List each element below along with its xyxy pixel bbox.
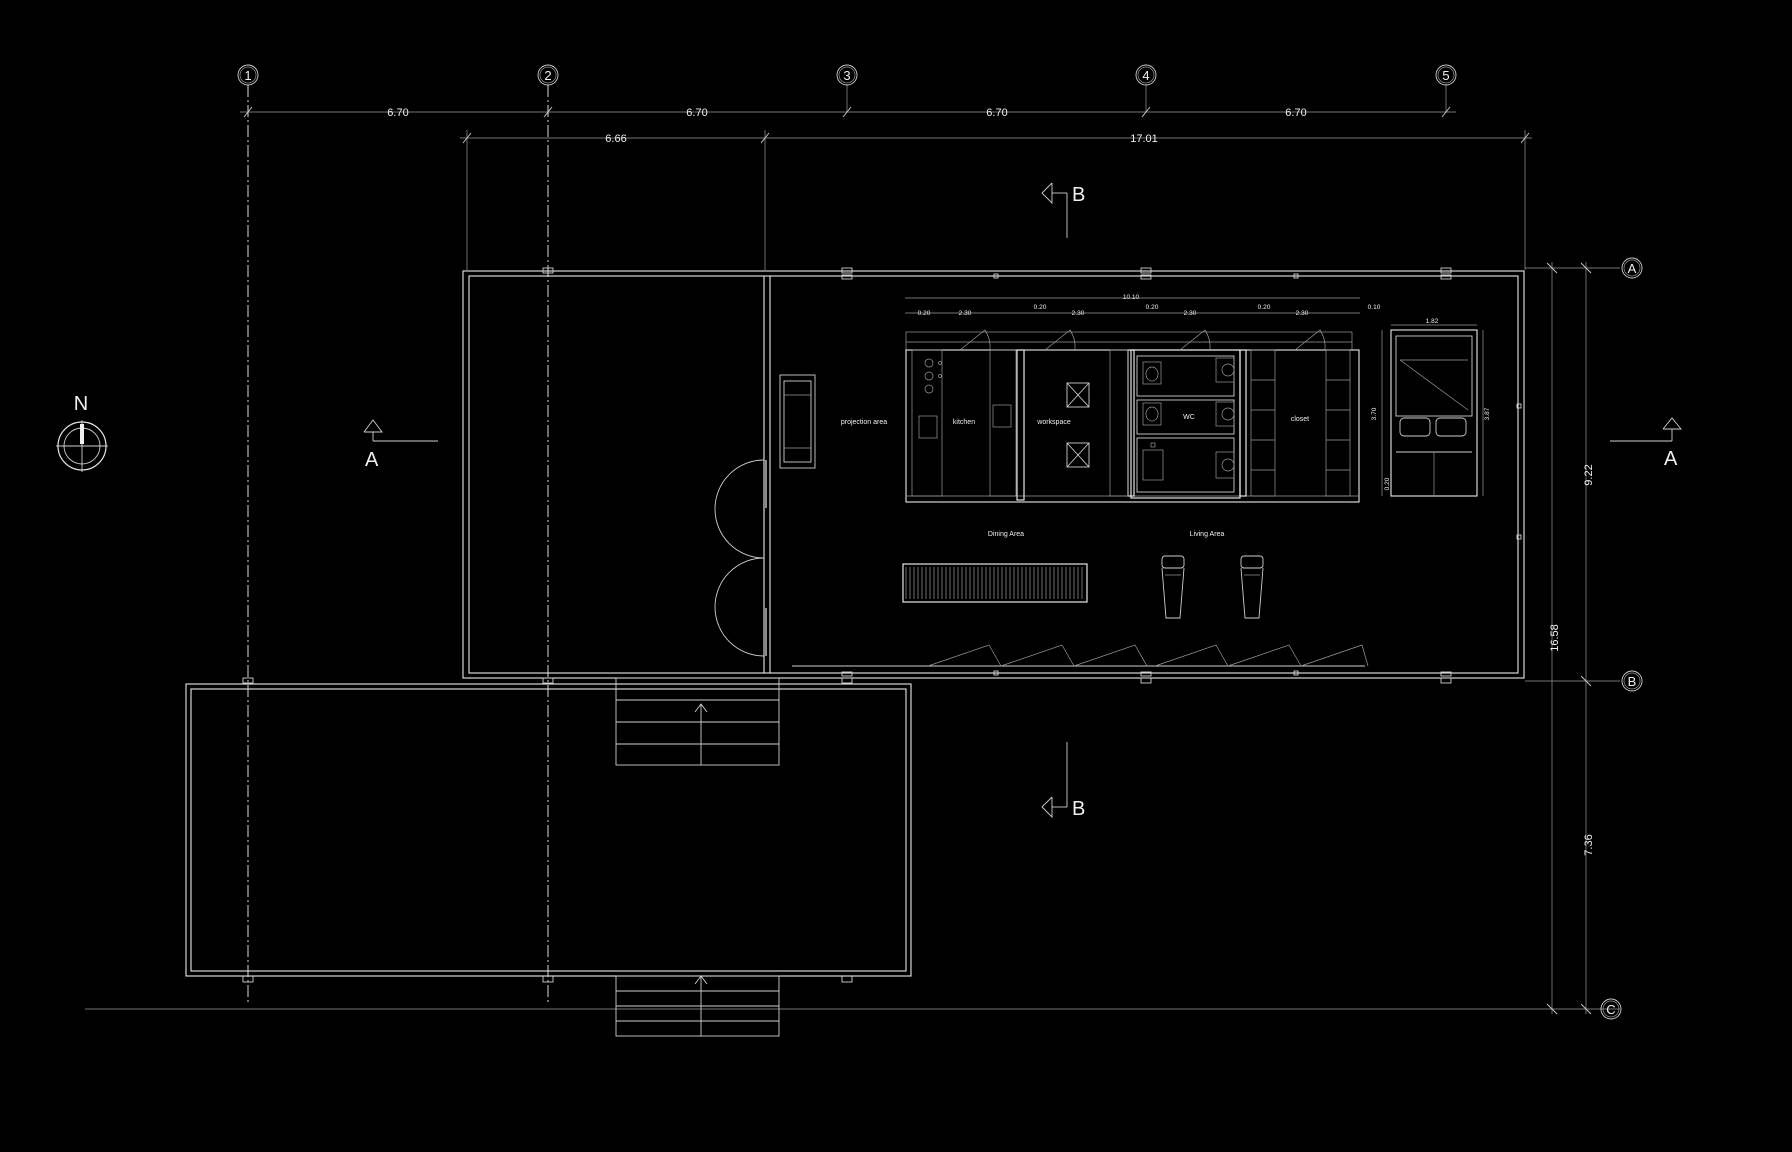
stairs-lower [615, 975, 780, 1037]
sink-icon [1215, 401, 1235, 427]
grid-bubble-b: B [1621, 670, 1643, 692]
grid-lines [85, 85, 1620, 1010]
dimension-label: 3.87 [1484, 407, 1491, 420]
dimension-label: 3.70 [1371, 407, 1378, 420]
dimension-label: 2.30 [959, 310, 972, 317]
dimension-label: 2.30 [1296, 310, 1309, 317]
dimension-top: 6.70 6.70 6.70 6.70 [240, 106, 1456, 119]
grid-label: 3 [843, 68, 850, 83]
room-label-closet: closet [1291, 416, 1309, 423]
section-label: B [1072, 184, 1085, 206]
dimension-label: 1.82 [1426, 318, 1439, 325]
grid-bubble-2: 2 [537, 64, 559, 86]
dimension-label: 0.20 [1034, 304, 1047, 311]
grid-label: C [1606, 1002, 1615, 1017]
grid-label: 2 [544, 68, 551, 83]
lounge-chair-icon [1161, 555, 1185, 619]
projection-screen [779, 374, 816, 469]
grid-label: 4 [1142, 68, 1149, 83]
dimension-label: 6.70 [986, 107, 1007, 119]
facade-panels [792, 644, 1369, 667]
dimension-label: 2.30 [1072, 310, 1085, 317]
dimension-label: 6.70 [686, 107, 707, 119]
grid-bubble-c: C [1600, 998, 1622, 1020]
dimension-label: 0.20 [1384, 477, 1391, 490]
stairs-upper [615, 677, 780, 766]
dimension-label: 2.30 [1184, 310, 1197, 317]
deck-platform [185, 683, 912, 977]
dimension-label: 10.10 [1123, 294, 1140, 301]
grid-bubble-3: 3 [836, 64, 858, 86]
double-door [714, 459, 767, 657]
room-label-workspace: workspace [1036, 419, 1071, 426]
dimension-right: 16.58 9.22 7.36 [1546, 262, 1595, 1015]
section-label: A [1664, 448, 1678, 470]
grid-label: 5 [1442, 68, 1449, 83]
dimension-label: 17.01 [1130, 133, 1158, 145]
sink-icon [1215, 451, 1235, 479]
dimension-label: 0.20 [1258, 304, 1271, 311]
north-arrow: N [56, 393, 108, 472]
chair-icon [1066, 442, 1090, 468]
grid-label: 1 [244, 68, 251, 83]
room-label-living: Living Area [1190, 531, 1225, 538]
section-marker-a-left: A [363, 419, 438, 471]
dimension-second: 6.66 17.01 [460, 132, 1532, 145]
dimension-label: 16.58 [1549, 624, 1561, 652]
dimension-label: 0.20 [918, 310, 931, 317]
room-label-kitchen: kitchen [953, 419, 975, 426]
dimension-label: 0.20 [1146, 304, 1159, 311]
chair-icon [1066, 382, 1090, 408]
section-marker-a-right: A [1610, 417, 1682, 470]
grid-bubble-1: 1 [237, 64, 259, 86]
main-building [462, 270, 1525, 679]
section-label: A [365, 449, 379, 471]
section-marker-b-top: B [1041, 182, 1085, 238]
toilet-icon [1142, 402, 1162, 426]
room-label-dining: Dining Area [988, 531, 1024, 538]
lounge-chair-icon [1240, 555, 1264, 619]
column-markers [242, 267, 1522, 983]
grid-label: B [1628, 674, 1637, 689]
room-label-wc: WC [1183, 414, 1195, 421]
grid-bubble-5: 5 [1435, 64, 1457, 86]
north-label: N [74, 393, 88, 415]
service-core [905, 329, 1360, 503]
toilet-icon [1142, 361, 1162, 385]
dining-table [902, 563, 1088, 603]
dimension-label: 9.22 [1583, 464, 1595, 485]
section-label: B [1072, 798, 1085, 820]
room-labels: projection area kitchen workspace WC clo… [841, 414, 1309, 538]
grid-bubble-4: 4 [1135, 64, 1157, 86]
dimension-label: 6.70 [1285, 107, 1306, 119]
room-label-projection: projection area [841, 419, 887, 426]
dimension-label: 0.10 [1368, 304, 1381, 311]
dimension-label: 6.66 [605, 133, 626, 145]
interior-dimensions: 10.10 0.20 2.30 0.20 2.30 0.20 2.30 0.20… [905, 294, 1381, 317]
dimension-label: 6.70 [387, 107, 408, 119]
dimension-label: 7.36 [1583, 834, 1595, 855]
grid-label: A [1628, 261, 1637, 276]
section-marker-b-bottom: B [1041, 742, 1085, 820]
grid-bubble-a: A [1621, 257, 1643, 279]
bed: 1.82 3.70 3.87 0.20 [1371, 318, 1491, 497]
sink-icon [1215, 357, 1235, 383]
